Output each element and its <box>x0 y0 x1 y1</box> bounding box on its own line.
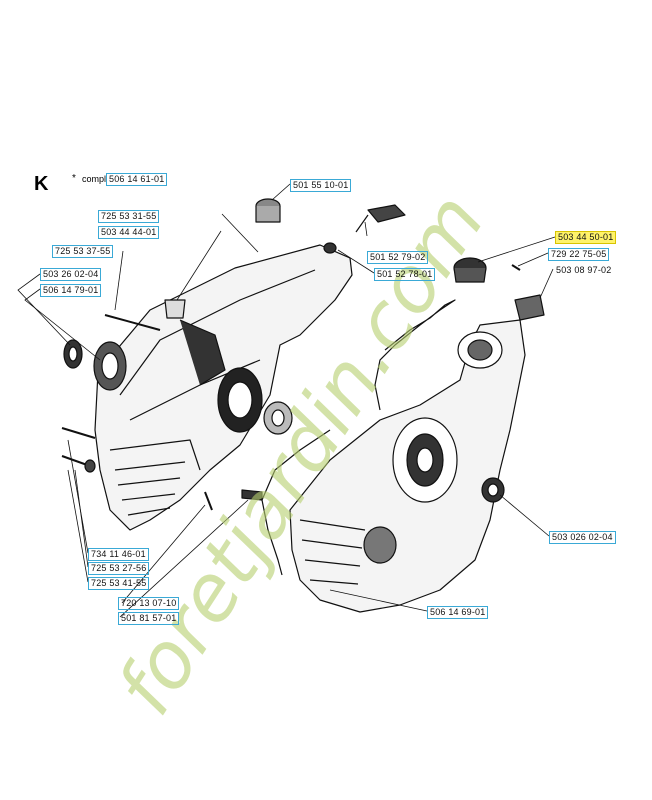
part-number-label: 720 13 07-10 <box>118 597 180 610</box>
part-number-label: 503 26 02-04 <box>40 268 102 281</box>
complete-note-prefix: compl <box>82 174 107 184</box>
part-number-label: 734 11 46-01 <box>88 548 149 561</box>
part-number-label: 725 53 31-55 <box>98 210 160 223</box>
part-number-label: 729 22 75-05 <box>548 248 610 261</box>
part-number-label: 501 52 79-02 <box>367 251 429 264</box>
part-number-label: 506 14 61-01 <box>106 173 168 186</box>
section-letter: K <box>34 173 49 195</box>
part-number-label: 503 44 44-01 <box>98 226 160 239</box>
part-number-label: 506 14 69-01 <box>427 606 489 619</box>
part-number-label: 506 14 79-01 <box>40 284 102 297</box>
part-number-label: 501 52 78-01 <box>374 268 436 281</box>
part-number-label-highlighted: 503 44 50-01 <box>555 231 617 244</box>
complete-marker: * <box>72 173 76 184</box>
part-number-label: 503 08 97-02 <box>556 265 612 275</box>
part-number-label: 725 53 41-55 <box>88 577 150 590</box>
part-number-label: 725 53 27-56 <box>88 562 150 575</box>
watermark-text: foretjardin.com <box>100 179 502 731</box>
part-number-label: 501 55 10-01 <box>290 179 352 192</box>
part-number-label: 501 81 57-01 <box>118 612 180 625</box>
part-number-label: 725 53 37-55 <box>52 245 114 258</box>
part-number-label: 503 026 02-04 <box>549 531 616 544</box>
